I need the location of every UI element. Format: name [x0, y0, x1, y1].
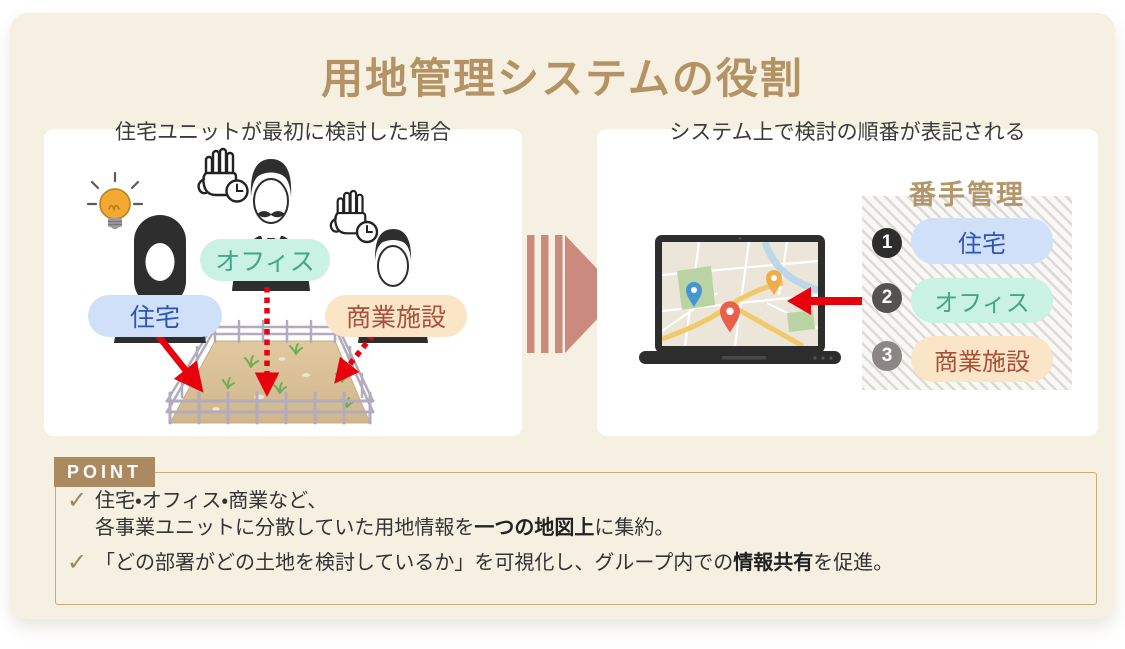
map-pin-red	[720, 301, 740, 333]
housing-label: 住宅	[129, 304, 180, 332]
map-park	[787, 310, 815, 332]
map-river	[761, 242, 818, 294]
rank-management-box: 1 住宅 2 オフィス 3 商業施設	[862, 196, 1072, 390]
commercial-label: 商業施設	[345, 304, 446, 332]
point-label: POINT	[54, 457, 155, 487]
commercial-label-pill: 商業施設	[325, 295, 467, 337]
infographic-card: 用地管理システムの役割 住宅ユニットが最初に検討した場合	[10, 13, 1115, 619]
laptop-map-illustration	[639, 235, 841, 364]
fence-front	[165, 391, 375, 425]
point-item-1: ✓ 住宅・オフィス・商業など、 各事業ユニットに分散していた用地情報を一つの地図…	[64, 488, 1086, 542]
map-pin-orange	[766, 270, 782, 295]
before-panel: 住宅ユニットが最初に検討した場合	[44, 121, 522, 436]
raised-hand-clock-icon	[329, 189, 379, 244]
office-label-pill: オフィス	[200, 239, 330, 281]
map-pin-blue	[686, 282, 702, 307]
claim-arrows	[153, 287, 376, 398]
rank-management-title: 番手管理	[909, 180, 1025, 210]
after-panel: システム上で検討の順番が表記される	[597, 121, 1098, 436]
rank-pill-commercial: 商業施設	[911, 336, 1053, 382]
point-item-1-text: 住宅・オフィス・商業など、 各事業ユニットに分散していた用地情報を一つの地図上に…	[95, 490, 675, 539]
after-panel-caption: システム上で検討の順番が表記される	[669, 121, 1026, 144]
map-screen	[662, 242, 818, 346]
rank-number-badge-2: 2	[872, 283, 902, 313]
transition-arrow-icon	[527, 235, 621, 353]
lightbulb-icon	[86, 171, 144, 230]
rank-number-badge-3: 3	[872, 341, 902, 371]
check-icon: ✓	[66, 549, 88, 576]
point-item-2-text: 「どの部署がどの土地を検討しているか」を可視化し、グループ内での情報共有を促進。	[95, 552, 894, 574]
rank-pill-housing: 住宅	[911, 218, 1053, 264]
housing-label-pill: 住宅	[88, 295, 222, 337]
point-box: POINT ✓ 住宅・オフィス・商業など、 各事業ユニットに分散していた用地情報…	[54, 457, 1097, 605]
page-title: 用地管理システムの役割	[321, 55, 804, 102]
raised-hand-clock-icon	[197, 147, 249, 203]
map-pointer-arrow-icon	[787, 287, 862, 315]
land-scene-illustration	[86, 147, 428, 425]
before-panel-caption: 住宅ユニットが最初に検討した場合	[115, 121, 451, 144]
office-label: オフィス	[215, 248, 315, 276]
check-icon: ✓	[66, 487, 88, 514]
rank-number-badge-1: 1	[872, 228, 902, 258]
point-item-2: ✓ 「どの部署がどの土地を検討しているか」を可視化し、グループ内での情報共有を促…	[64, 550, 1086, 577]
rank-pill-office: オフィス	[911, 278, 1053, 323]
